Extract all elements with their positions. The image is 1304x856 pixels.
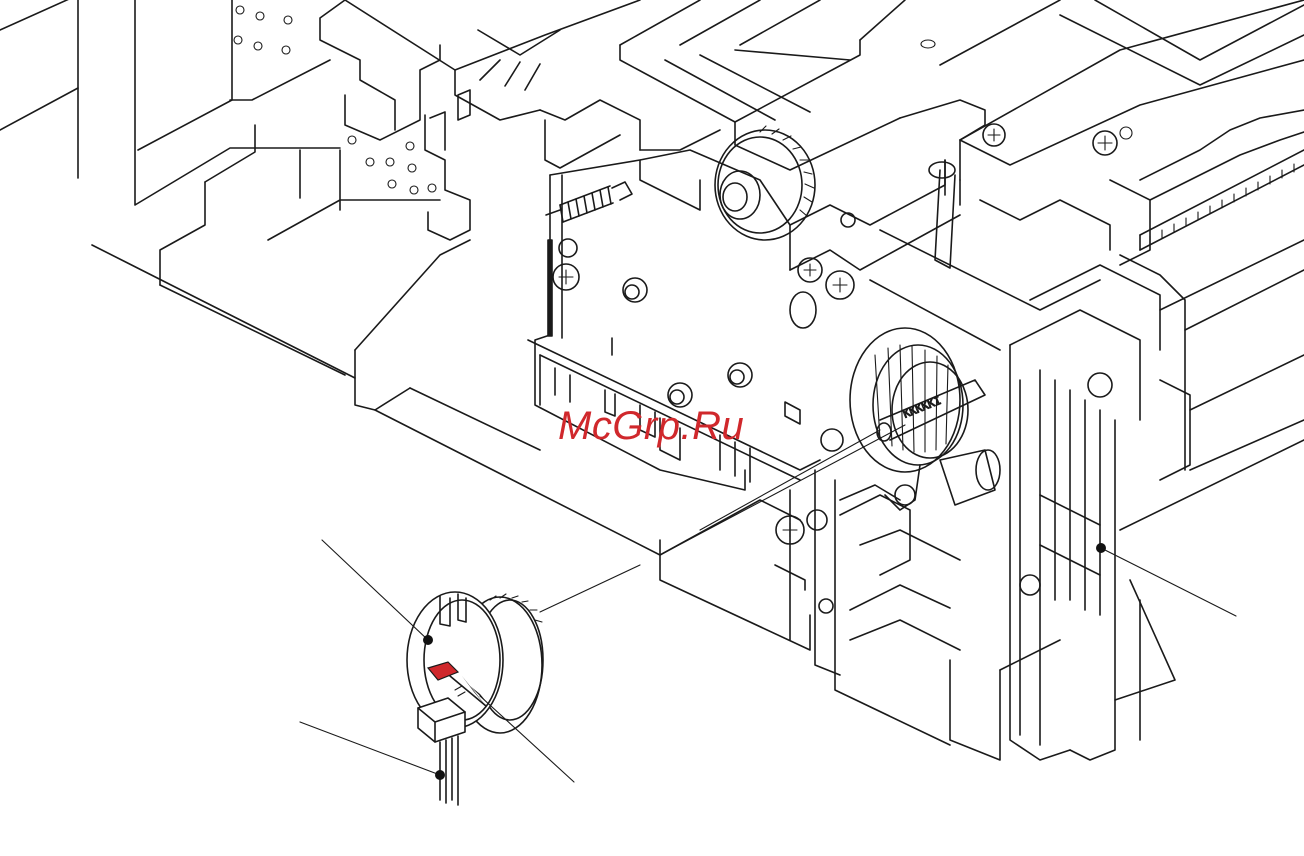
top-frame xyxy=(345,0,1304,170)
callout-motor-tab xyxy=(480,696,574,782)
top-gear xyxy=(715,126,815,240)
drive-gear-cluster: KKKKKI xyxy=(850,328,1000,510)
right-rail xyxy=(960,0,1304,530)
spring xyxy=(546,182,632,222)
right-frame xyxy=(950,255,1190,760)
center-frame xyxy=(790,100,1150,350)
callout-motor-body xyxy=(322,540,433,645)
gear-plate xyxy=(528,126,820,490)
motor-assembly xyxy=(407,592,543,805)
shaft-guide-lines xyxy=(540,425,905,612)
callout-frame xyxy=(1096,543,1236,616)
base-bracket xyxy=(660,429,960,745)
